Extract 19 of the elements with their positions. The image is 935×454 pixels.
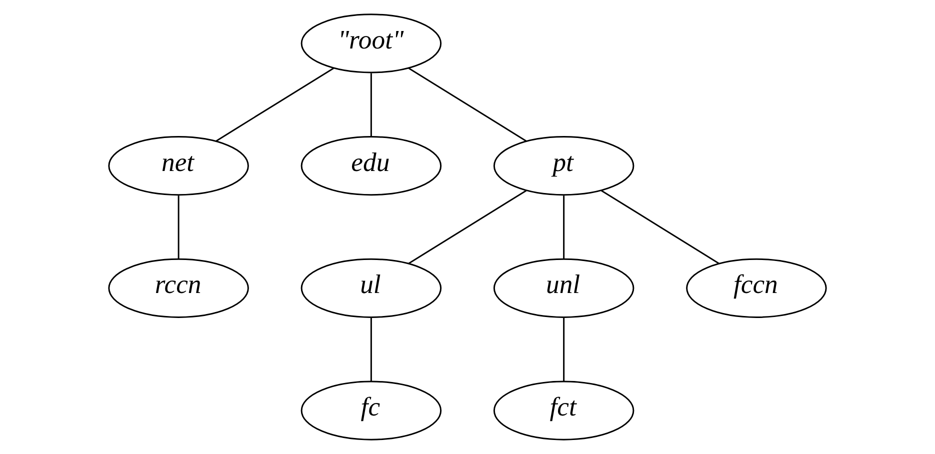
connector xyxy=(216,68,334,142)
connector xyxy=(563,318,565,381)
node-ellipse: fct xyxy=(493,380,634,440)
node-ellipse: "root" xyxy=(300,14,442,74)
node-ellipse: pt xyxy=(493,136,634,196)
node-ellipse: fccn xyxy=(686,258,827,318)
node-ellipse: ul xyxy=(300,258,442,318)
connector xyxy=(601,190,720,264)
connector xyxy=(563,196,565,259)
node-ellipse: rccn xyxy=(108,258,249,318)
node-ellipse: fc xyxy=(300,380,442,440)
node-ellipse: unl xyxy=(493,258,634,318)
connector xyxy=(370,318,372,381)
connector xyxy=(370,73,372,136)
connector xyxy=(178,196,180,259)
node-ellipse: edu xyxy=(300,136,442,196)
connector xyxy=(408,190,527,264)
connector xyxy=(408,68,527,142)
node-ellipse: net xyxy=(108,136,249,196)
